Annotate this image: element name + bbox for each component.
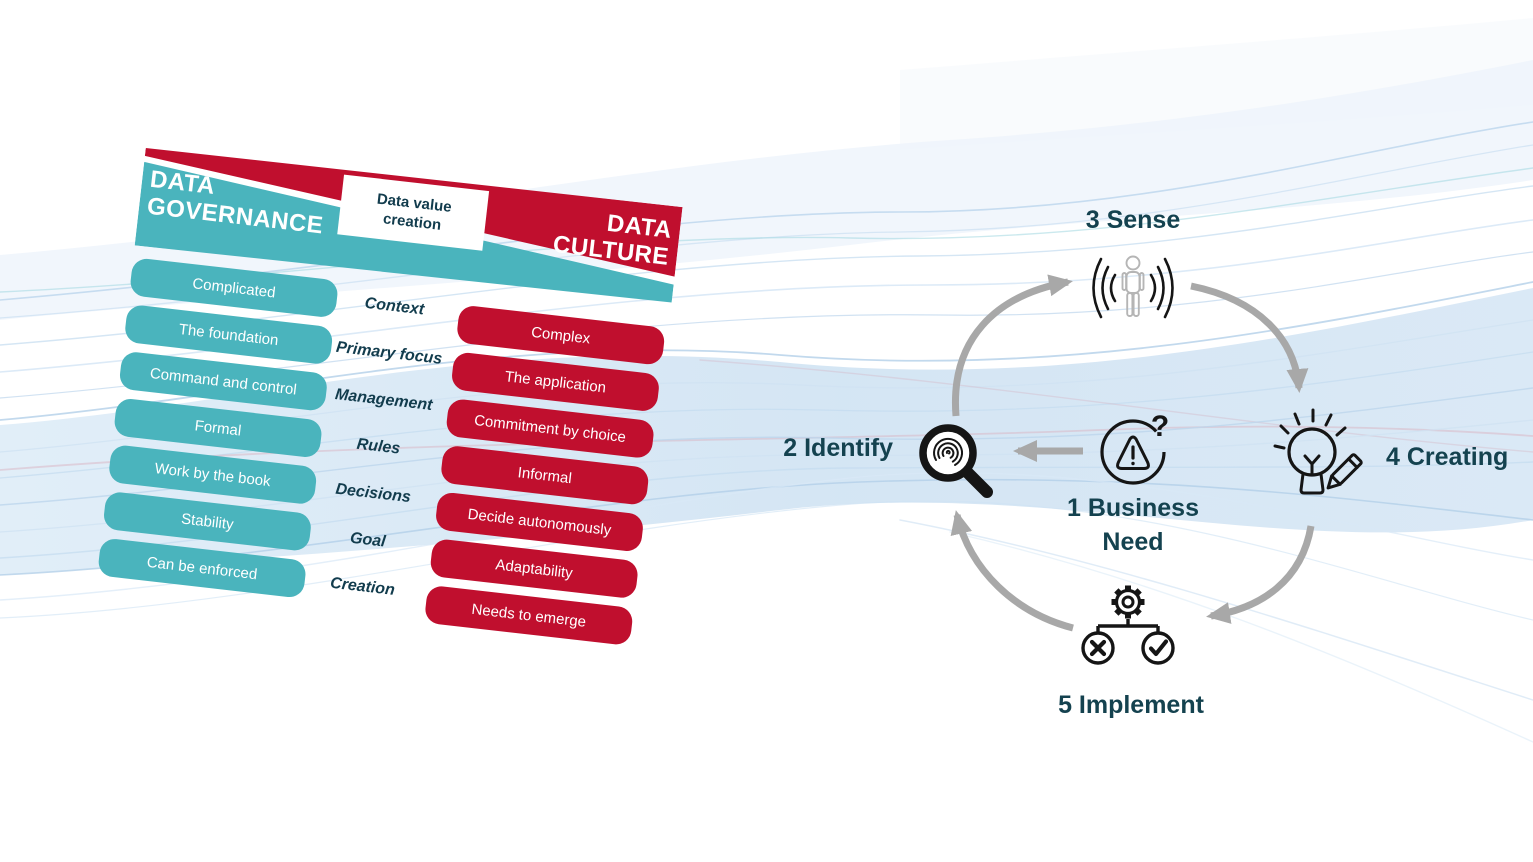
alert-triangle-question-circle-icon: ?	[1100, 410, 1169, 485]
dimension-label: Context	[363, 294, 425, 319]
governance-culture-comparison: DATA GOVERNANCE Data value creation DATA…	[93, 146, 688, 675]
identify-step-label: 2 Identify	[783, 434, 893, 462]
dimension-label: Creation	[329, 574, 396, 599]
person-sensing-waves-icon	[1092, 255, 1174, 319]
arrow-sense-to-creating	[1190, 282, 1309, 393]
svg-text:?: ?	[1151, 410, 1169, 443]
arrow-implement-to-identify	[950, 510, 1074, 632]
dimension-label: Primary focus	[335, 338, 444, 368]
cycle-arrows	[950, 274, 1315, 632]
culture-pill: Needs to emerge	[423, 584, 634, 646]
dimension-label: Rules	[355, 435, 402, 458]
comparison-header-banner: DATA GOVERNANCE Data value creation DATA…	[134, 146, 683, 306]
lightbulb-pencil-icon	[1273, 408, 1363, 495]
fingerprint-magnifier-icon	[919, 424, 993, 498]
dimension-label: Goal	[349, 529, 387, 551]
business-need-step-label: 1 Business Need	[1066, 494, 1199, 556]
dimension-label: Management	[334, 386, 434, 415]
creating-step-label: 4 Creating	[1386, 443, 1509, 471]
arrow-identify-to-sense	[951, 274, 1073, 417]
gear-cross-check-decision-icon	[1081, 585, 1175, 665]
dimension-label: Decisions	[334, 480, 412, 507]
business-need-cycle-diagram: ?	[919, 255, 1363, 665]
implement-step-label: 5 Implement	[1058, 691, 1204, 719]
sense-step-label: 3 Sense	[1085, 206, 1181, 234]
arrow-creating-to-implement	[1206, 525, 1315, 624]
